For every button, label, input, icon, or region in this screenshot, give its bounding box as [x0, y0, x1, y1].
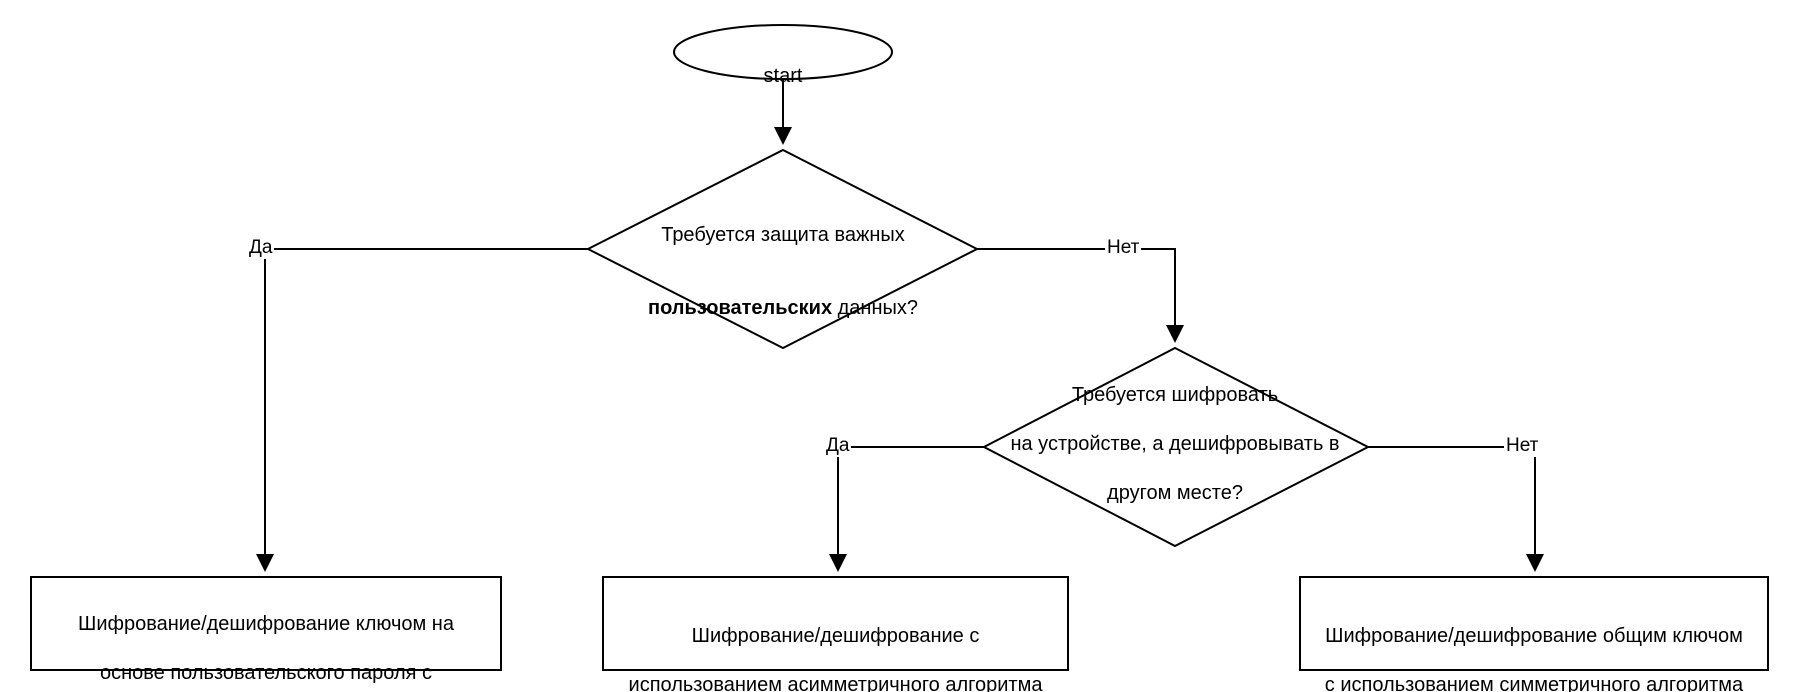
edge-decision2-no — [1368, 446, 1544, 572]
edge-label-decision1-yes: Да — [247, 237, 275, 259]
edge-decision1-no — [977, 248, 1184, 343]
result2-shape[interactable] — [602, 576, 1069, 671]
edge-decision2-yes — [829, 446, 984, 572]
result3-shape[interactable] — [1299, 576, 1769, 671]
edge-label-decision2-no: Нет — [1504, 435, 1541, 457]
start-node-shape[interactable] — [673, 24, 893, 80]
edge-label-decision2-yes: Да — [824, 435, 852, 457]
edge-decision1-yes — [256, 248, 588, 572]
edge-label-decision1-no: Нет — [1105, 237, 1142, 259]
result1-shape[interactable] — [30, 576, 502, 671]
decision1-shape[interactable] — [585, 148, 980, 350]
decision2-shape[interactable] — [981, 346, 1371, 548]
